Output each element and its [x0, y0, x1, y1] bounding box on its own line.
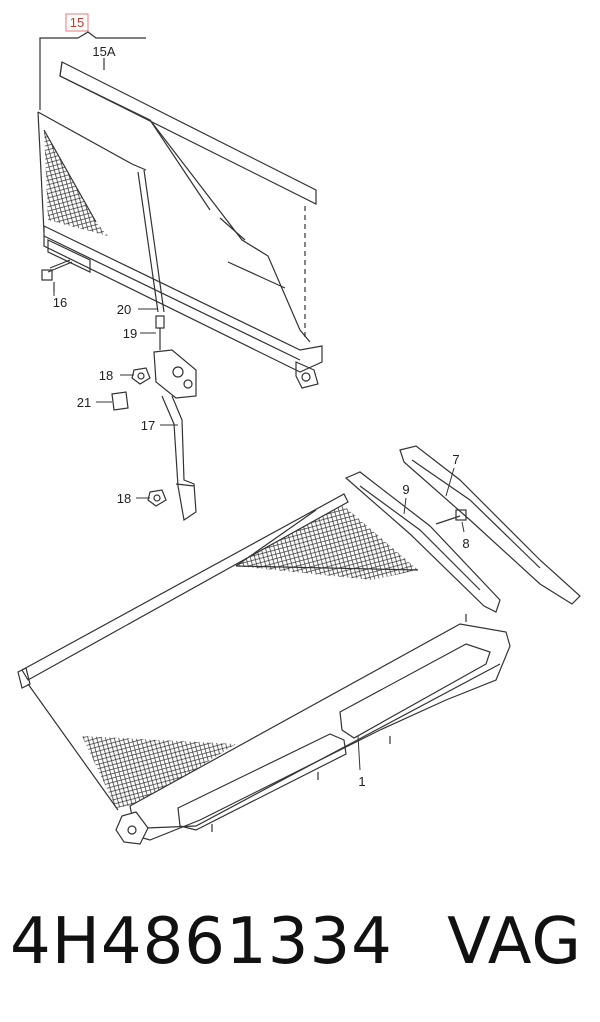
- callout-18-lower: 18: [117, 491, 131, 506]
- callout-21: 21: [77, 395, 91, 410]
- callouts: 15 15A 16 20 19 18 21 17 18 7 9 8 1: [53, 13, 470, 789]
- upper-partition-assembly: [37, 31, 323, 389]
- callout-8: 8: [462, 536, 469, 551]
- callout-18-upper: 18: [99, 368, 113, 383]
- callout-15-box: [65, 13, 89, 32]
- callout-19: 19: [123, 326, 137, 341]
- part-number: 4H4861334: [10, 905, 393, 979]
- brand-label: VAG: [447, 905, 582, 979]
- callout-1: 1: [358, 774, 365, 789]
- luggage-cover: [17, 493, 511, 845]
- parts-diagram: 15 15A 16 20 19 18 21 17 18 7 9 8 1: [17, 13, 581, 845]
- callout-17: 17: [141, 418, 155, 433]
- leader-lines: [53, 292, 465, 771]
- side-trims: [344, 445, 581, 613]
- pillar-mechanism: [111, 315, 197, 522]
- footer: 4H4861334 VAG: [0, 890, 600, 1010]
- callout-9: 9: [402, 482, 409, 497]
- callout-20: 20: [117, 302, 131, 317]
- callout-15: 15: [70, 15, 84, 30]
- callout-16: 16: [53, 295, 67, 310]
- callout-15a: 15A: [92, 44, 115, 59]
- callout-7: 7: [452, 452, 459, 467]
